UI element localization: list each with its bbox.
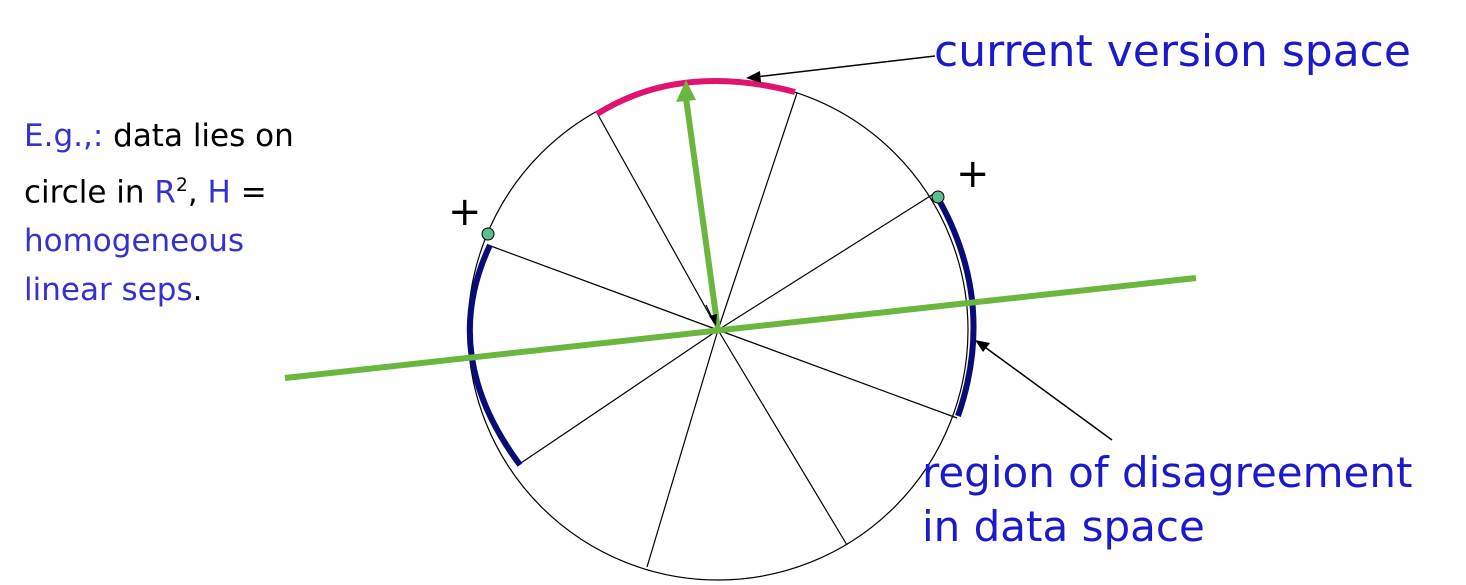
data-point-left xyxy=(481,227,495,241)
spoke xyxy=(487,244,719,331)
spoke xyxy=(717,192,936,331)
spoke xyxy=(596,112,719,331)
disagreement-pointer xyxy=(981,344,1113,441)
spoke xyxy=(517,329,719,466)
region-of-disagreement-label-line2: in data space xyxy=(922,502,1205,551)
spoke xyxy=(646,329,719,568)
plus-label-right: + xyxy=(956,151,990,197)
version-space-pointer-head xyxy=(746,71,761,83)
normal-vector xyxy=(683,97,721,331)
spoke xyxy=(717,329,958,419)
description-line-4: linear seps. xyxy=(24,272,203,309)
normal-vector-arrowhead xyxy=(676,80,696,102)
data-point-right xyxy=(931,190,945,204)
center-pointer-head xyxy=(709,314,717,326)
spoke xyxy=(717,92,798,331)
plus-label-left: + xyxy=(448,189,482,235)
eg-prefix: E.g.,: xyxy=(24,118,104,154)
disagreement-pointer-head xyxy=(975,340,990,352)
separator-line xyxy=(284,275,1197,381)
description-line-2: circle in R2, H = xyxy=(24,174,267,211)
region-of-disagreement-label-line1: region of disagreement xyxy=(922,448,1413,497)
description-text: E.g.,: data lies on circle in R2, H = ho… xyxy=(24,112,294,315)
version-space-arc xyxy=(595,78,796,117)
version-space-pointer xyxy=(755,55,936,78)
description-line-1: E.g.,: data lies on xyxy=(24,118,294,154)
spokes xyxy=(487,92,958,568)
description-line-3: homogeneous xyxy=(24,223,245,260)
spoke xyxy=(717,329,848,546)
current-version-space-label: current version space xyxy=(934,26,1411,77)
